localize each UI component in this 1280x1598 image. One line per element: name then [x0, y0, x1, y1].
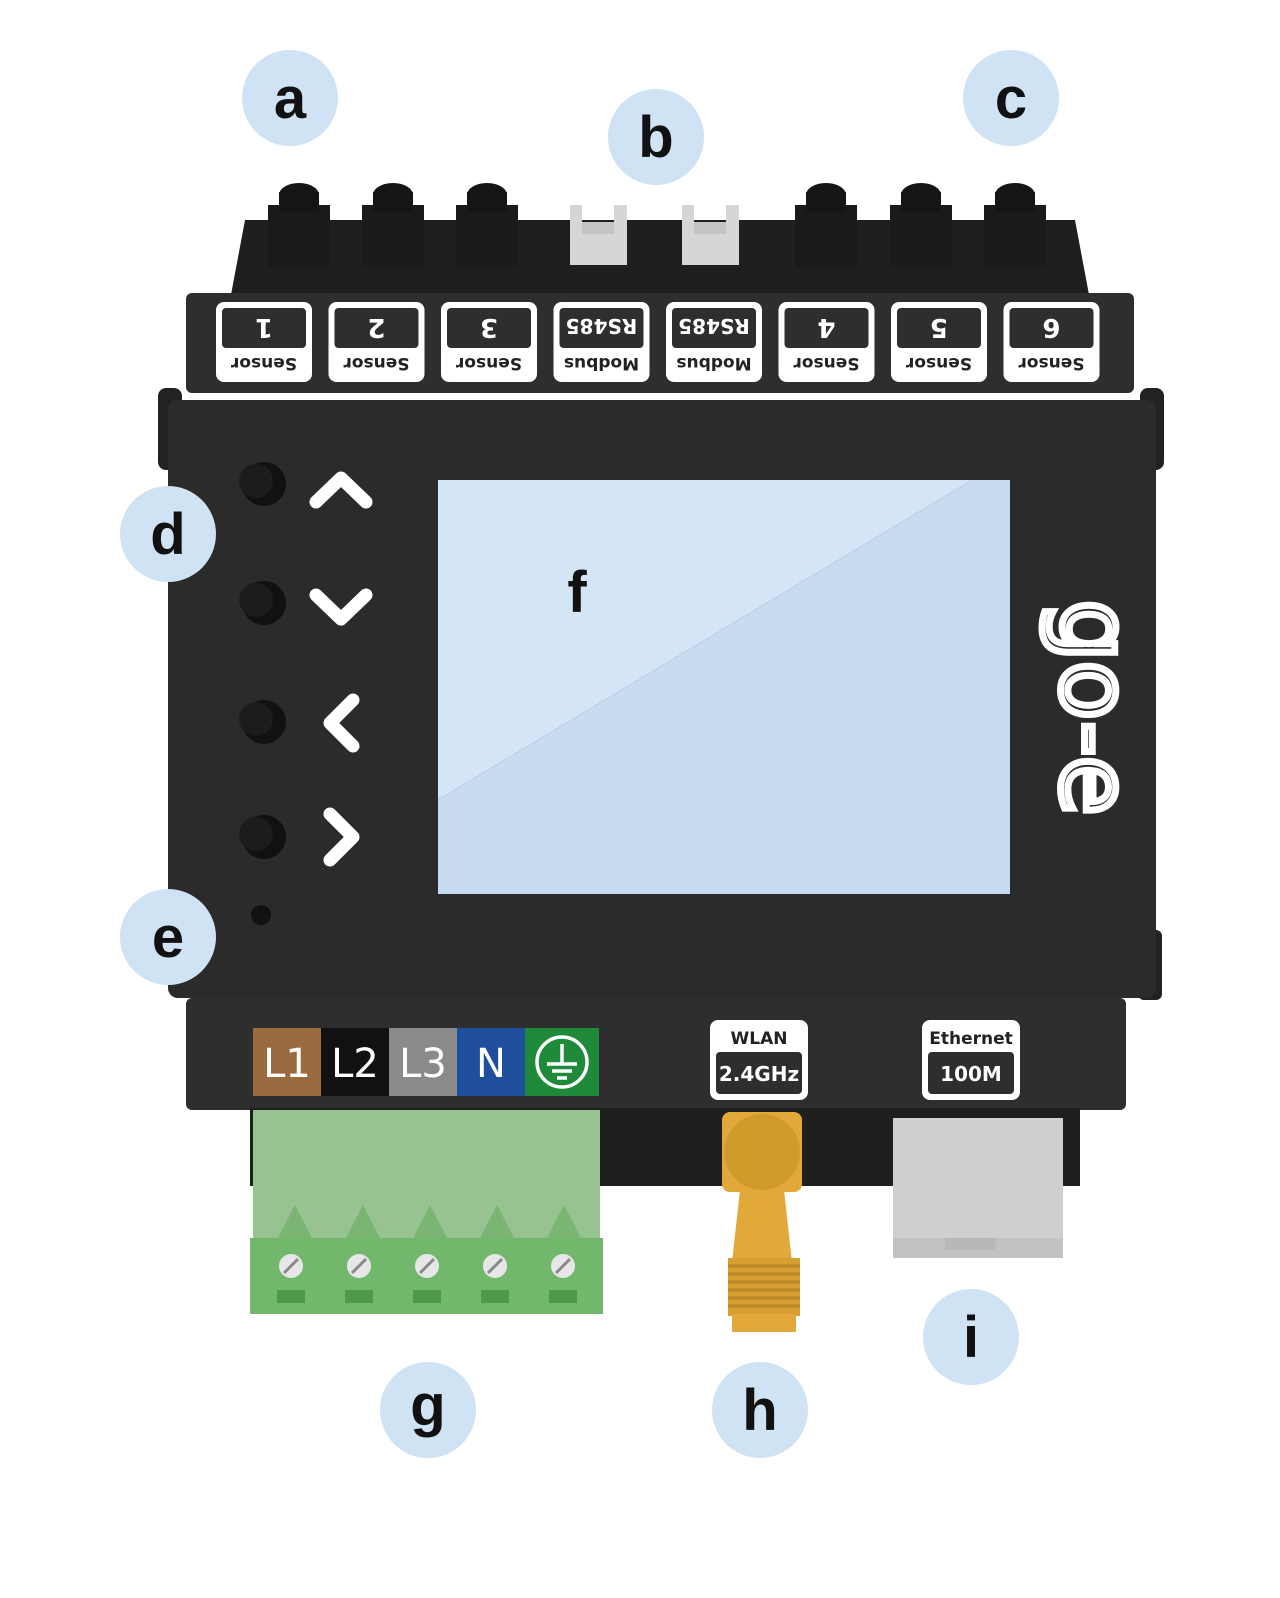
svg-text:g: g: [410, 1373, 445, 1438]
chevron-down-icon: [309, 588, 373, 626]
power-terminal-block[interactable]: [250, 1110, 603, 1314]
ethernet-label-bottom: 100M: [940, 1062, 1002, 1086]
port-label-1-main: 1: [255, 312, 273, 342]
terminal-screws: [277, 1254, 577, 1303]
callouts: a b c d e f g h: [120, 50, 1059, 1458]
phase-l1-swatch: [253, 1028, 321, 1096]
callout-b: b: [608, 89, 704, 185]
sensor-jack-1: [268, 183, 330, 267]
go-e-logo: go-e: [1036, 597, 1155, 819]
ethernet-label-top: Ethernet: [929, 1029, 1013, 1049]
svg-text:d: d: [150, 502, 185, 567]
port-label-8-main: 6: [1042, 312, 1060, 342]
display-screen: [437, 479, 1010, 894]
svg-text:b: b: [638, 105, 673, 170]
sensor-jack-6: [984, 183, 1046, 267]
phase-l2-swatch: [321, 1028, 389, 1096]
reset-pinhole[interactable]: [251, 905, 271, 925]
antenna-connector[interactable]: [722, 1112, 802, 1332]
phase-l1-label: L1: [263, 1041, 311, 1087]
button-up[interactable]: [239, 462, 286, 506]
wlan-label-bottom: 2.4GHz: [719, 1062, 799, 1086]
phase-l2-label: L2: [331, 1041, 379, 1087]
port-label-2-main: 2: [367, 312, 385, 342]
ground-icon: [535, 1035, 589, 1089]
modbus-connector-2: [682, 205, 739, 265]
port-label-4-main: RS485: [566, 314, 638, 338]
phase-n-swatch: [457, 1028, 525, 1096]
port-label-strip: 1Sensor2Sensor3SensorRS485ModbusRS485Mod…: [186, 293, 1134, 393]
svg-text:c: c: [995, 66, 1027, 131]
chevron-up-icon: [309, 471, 373, 509]
port-label-6-main: 4: [817, 312, 835, 342]
phase-l3-label: L3: [399, 1041, 447, 1087]
port-label-6-type: Sensor: [793, 353, 860, 373]
callout-d: d: [120, 486, 216, 582]
port-label-2-type: Sensor: [343, 353, 410, 373]
callout-f: f: [529, 542, 625, 638]
port-label-4-type: Modbus: [564, 353, 639, 373]
phase-n-label: N: [476, 1041, 506, 1087]
phase-l3-swatch: [389, 1028, 457, 1096]
port-label-5-type: Modbus: [676, 353, 751, 373]
callout-c: c: [963, 50, 1059, 146]
ethernet-port[interactable]: [893, 1118, 1063, 1258]
sensor-jack-3: [456, 183, 518, 267]
callout-i: i: [923, 1289, 1019, 1385]
chevron-left-icon: [323, 693, 360, 753]
terminal-ridges: [277, 1205, 582, 1240]
sensor-jack-2: [362, 183, 424, 267]
port-label-3-main: 3: [480, 312, 498, 342]
callout-h: h: [712, 1362, 808, 1458]
svg-text:h: h: [742, 1378, 777, 1443]
svg-text:go-e: go-e: [1039, 600, 1151, 815]
top-connector-block: [230, 183, 1090, 300]
modbus-connector-1: [570, 205, 627, 265]
callout-a: a: [242, 50, 338, 146]
wlan-label-top: WLAN: [731, 1029, 788, 1049]
sensor-jack-4: [795, 183, 857, 267]
port-label-1-type: Sensor: [230, 353, 297, 373]
svg-text:e: e: [152, 905, 184, 970]
port-label-3-type: Sensor: [455, 353, 522, 373]
svg-text:a: a: [274, 66, 307, 131]
button-down[interactable]: [239, 581, 286, 625]
port-label-7-main: 5: [930, 312, 948, 342]
phase-label: L1 L2 L3 N: [253, 1028, 599, 1096]
sensor-jack-5: [890, 183, 952, 267]
svg-text:i: i: [963, 1305, 979, 1370]
callout-g: g: [380, 1362, 476, 1458]
button-left[interactable]: [239, 700, 286, 744]
port-label-5-main: RS485: [678, 314, 750, 338]
wlan-label: WLAN 2.4GHz: [710, 1020, 808, 1100]
callout-e: e: [120, 889, 216, 985]
chevron-right-icon: [323, 807, 360, 867]
port-label-7-type: Sensor: [905, 353, 972, 373]
port-label-8-type: Sensor: [1018, 353, 1085, 373]
ethernet-label: Ethernet 100M: [922, 1020, 1020, 1100]
button-right[interactable]: [239, 815, 286, 859]
navigation-buttons: [239, 462, 373, 867]
svg-text:f: f: [567, 560, 587, 625]
